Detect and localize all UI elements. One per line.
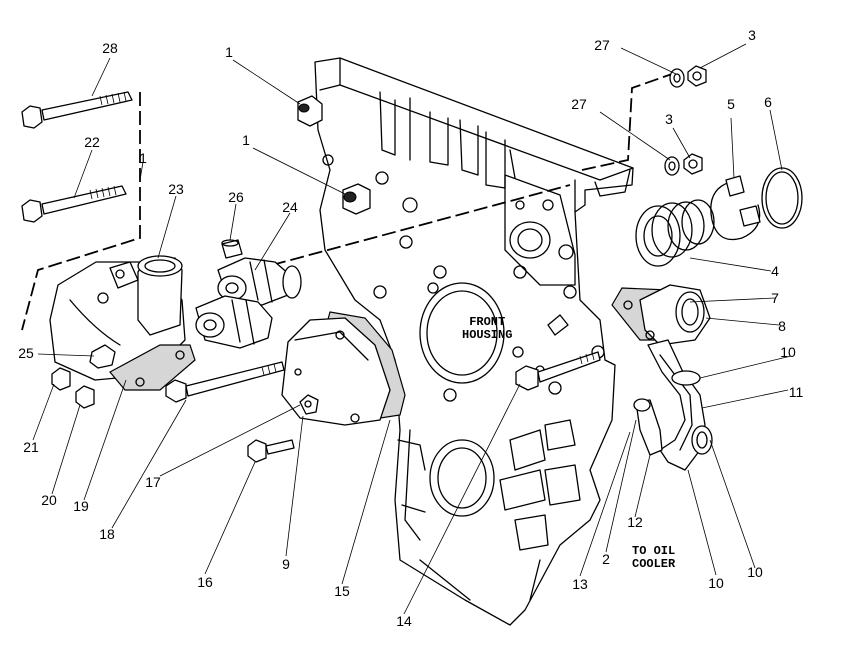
callout-2: 2: [602, 551, 610, 567]
o-ring-6: [761, 167, 803, 229]
thermostat-lower: [195, 295, 273, 349]
callout-10: 10: [747, 564, 763, 580]
callout-1: 1: [225, 44, 233, 60]
callout-27: 27: [594, 37, 610, 53]
callout-5: 5: [727, 96, 735, 112]
washer-27-lower: [664, 156, 680, 176]
front-housing: [314, 57, 634, 626]
callout-3: 3: [748, 27, 756, 43]
callout-19: 19: [73, 498, 89, 514]
callout-14: 14: [396, 613, 412, 629]
callout-24: 24: [282, 199, 298, 215]
callout-8: 8: [778, 318, 786, 334]
bolt-14: [515, 351, 601, 391]
bolt-16: [247, 439, 295, 463]
oil-cooler-tube-11: [647, 339, 713, 471]
callout-10: 10: [780, 344, 796, 360]
callout-3: 3: [665, 111, 673, 127]
thermostat-24: [217, 257, 302, 306]
water-outlet-housing-23: [49, 255, 196, 391]
callout-20: 20: [41, 492, 57, 508]
callout-9: 9: [282, 556, 290, 572]
bolt-20: [75, 385, 95, 409]
seal-4: [635, 199, 715, 267]
stud-routing-line: [581, 73, 673, 171]
elbow-12: [633, 398, 663, 456]
callout-7: 7: [771, 290, 779, 306]
callout-1: 1: [242, 132, 250, 148]
plug-1-middle: [342, 183, 371, 215]
bolt-21: [51, 367, 71, 391]
to-oil-cooler-label-line2: COOLER: [632, 557, 676, 571]
shaft-centerline: [271, 184, 571, 266]
callout-6: 6: [764, 94, 772, 110]
front-housing-label-line2: HOUSING: [462, 328, 513, 342]
bolt-18: [165, 361, 285, 403]
callout-4: 4: [771, 263, 779, 279]
front-housing-label: FRONT HOUSING: [462, 316, 512, 342]
clamp-5: [710, 175, 761, 241]
callout-13: 13: [572, 576, 588, 592]
callout-27: 27: [571, 96, 587, 112]
callout-16: 16: [197, 574, 213, 590]
leader-lines: [32, 43, 792, 615]
water-pump-9: [281, 311, 406, 426]
callout-17: 17: [145, 474, 161, 490]
front-housing-label-line1: FRONT: [469, 315, 506, 329]
callout-22: 22: [84, 134, 100, 150]
washer-27-upper: [669, 68, 685, 88]
plug-1-upper: [297, 95, 323, 127]
callout-26: 26: [228, 189, 244, 205]
to-oil-cooler-label: TO OIL COOLER: [632, 545, 675, 571]
callout-12: 12: [627, 514, 643, 530]
callout-15: 15: [334, 583, 350, 599]
bolt-28: [21, 91, 133, 129]
callout-1: 1: [139, 150, 147, 166]
callout-10: 10: [708, 575, 724, 591]
nut-3-upper: [687, 65, 707, 87]
dowel-26: [221, 239, 243, 259]
callout-25: 25: [18, 345, 34, 361]
to-oil-cooler-label-line1: TO OIL: [632, 544, 676, 558]
callout-23: 23: [168, 181, 184, 197]
bolt-22: [21, 185, 127, 223]
callout-11: 11: [788, 384, 804, 400]
nut-3-lower: [683, 153, 703, 175]
elbow-7: [611, 284, 711, 346]
callout-18: 18: [99, 526, 115, 542]
callout-28: 28: [102, 40, 118, 56]
bolt-group-bracket: [21, 92, 141, 331]
callout-21: 21: [23, 439, 39, 455]
